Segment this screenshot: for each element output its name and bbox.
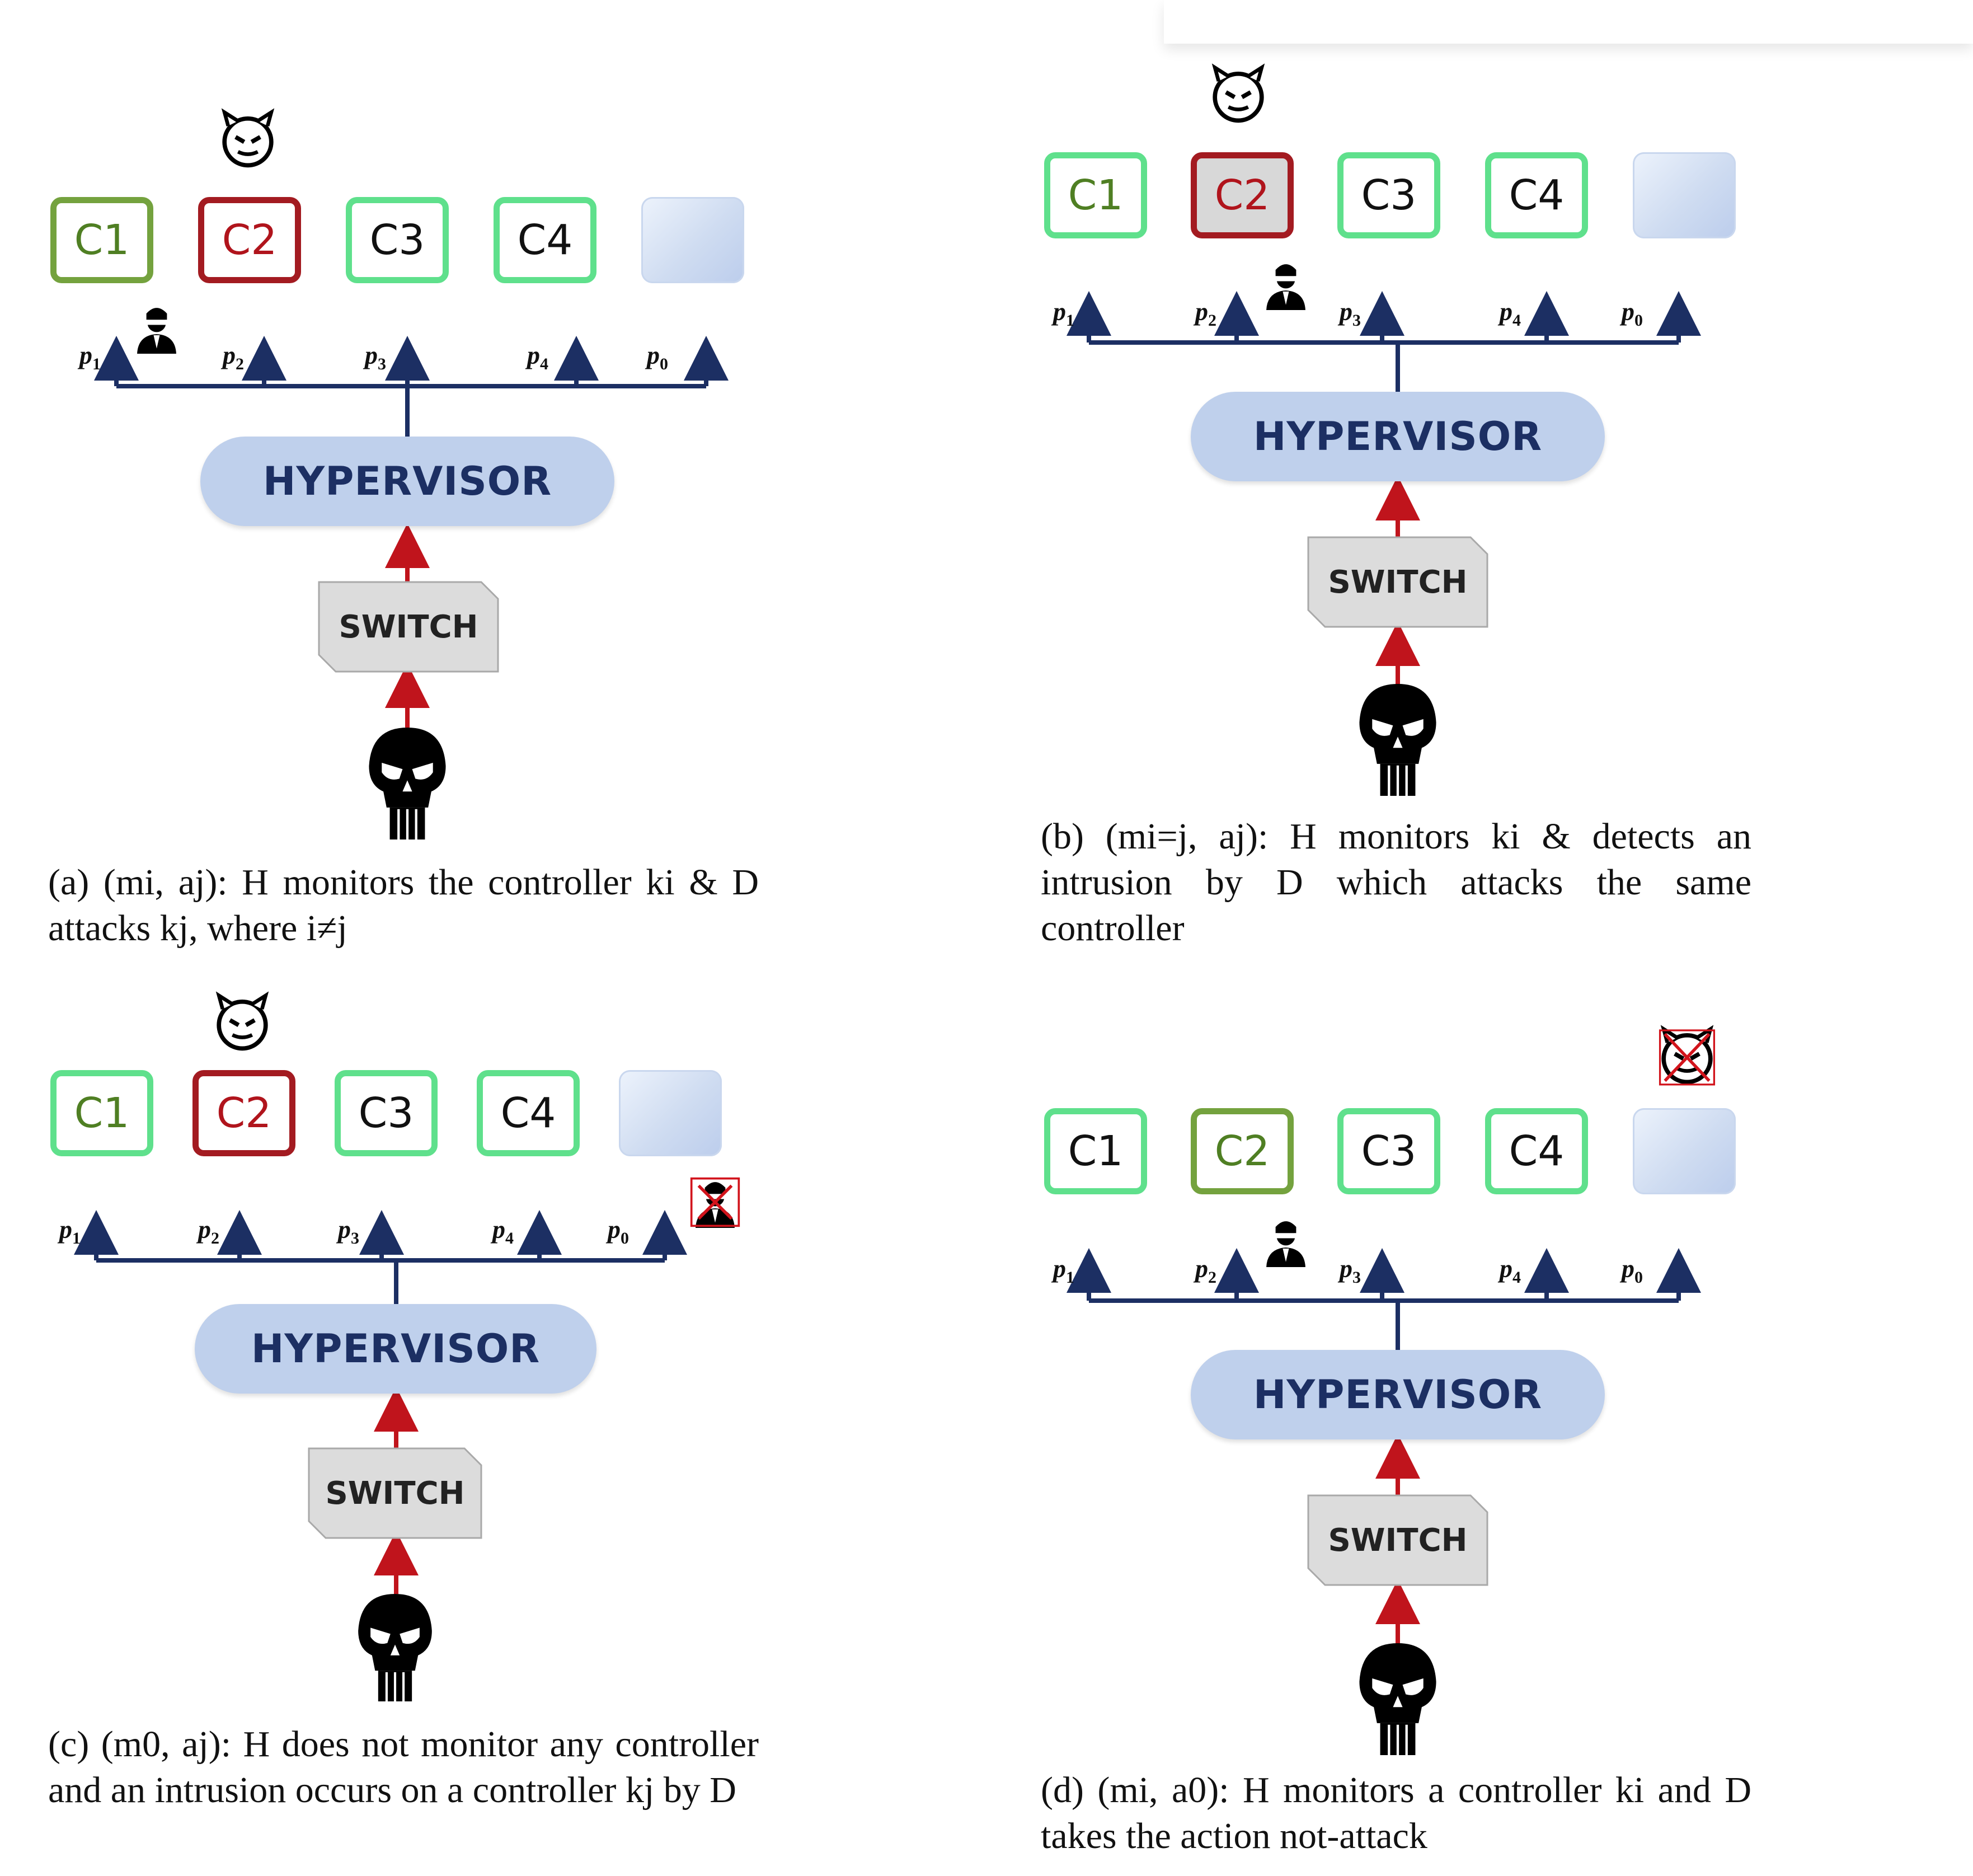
hypervisor: HYPERVISOR xyxy=(195,1304,596,1394)
port-p0: p0 xyxy=(1622,1254,1643,1287)
controller-c4: C4 xyxy=(494,197,596,283)
port-p3: p3 xyxy=(365,341,386,374)
controller-c1: C1 xyxy=(1044,1108,1147,1194)
panel-c-lines xyxy=(74,1210,687,1594)
port-p3: p3 xyxy=(338,1215,359,1248)
port-p4: p4 xyxy=(492,1215,514,1248)
switch: SWITCH xyxy=(318,581,499,673)
panel-a: C1 C2 C3 C4 p1 p2 p3 p4 p0 HYPERVISOR SW… xyxy=(0,0,985,963)
controller-c3: C3 xyxy=(346,197,449,283)
controller-c1: C1 xyxy=(50,197,153,283)
controller-c2: C2 xyxy=(192,1070,295,1156)
port-p4: p4 xyxy=(1500,297,1521,330)
panel-d: C1 C2 C3 C4 p1 p2 p3 p4 p0 HYPERVISOR SW… xyxy=(990,974,1973,1876)
controller-blank xyxy=(1633,1108,1736,1194)
hypervisor: HYPERVISOR xyxy=(200,437,614,526)
port-p4: p4 xyxy=(527,341,548,374)
port-p1: p1 xyxy=(1053,1254,1074,1287)
hypervisor: HYPERVISOR xyxy=(1191,392,1605,481)
controller-c2: C2 xyxy=(198,197,301,283)
controller-c3: C3 xyxy=(1337,1108,1440,1194)
caption-a: (a) (mi, aj): H monitors the controller … xyxy=(48,862,759,949)
switch-label: SWITCH xyxy=(339,608,478,645)
panel-a-lines xyxy=(94,336,729,728)
switch: SWITCH xyxy=(1307,536,1488,628)
port-p4: p4 xyxy=(1500,1254,1521,1287)
port-p1: p1 xyxy=(79,341,101,374)
port-p3: p3 xyxy=(1340,1254,1361,1287)
port-p2: p2 xyxy=(1195,1254,1216,1287)
controller-blank xyxy=(619,1070,722,1156)
panel-d-lines xyxy=(1067,1248,1701,1644)
port-p1: p1 xyxy=(1053,297,1074,330)
panel-c: C1 C2 C3 C4 p1 p2 p3 p4 p0 HYPERVISOR SW… xyxy=(0,974,985,1876)
switch-label: SWITCH xyxy=(1328,564,1468,601)
controller-c4: C4 xyxy=(1485,152,1588,238)
controller-blank xyxy=(1633,152,1736,238)
controller-c2: C2 xyxy=(1191,152,1294,238)
port-p1: p1 xyxy=(59,1215,81,1248)
controller-c1: C1 xyxy=(50,1070,153,1156)
controller-c3: C3 xyxy=(1337,152,1440,238)
port-p2: p2 xyxy=(198,1215,219,1248)
controller-c3: C3 xyxy=(335,1070,438,1156)
port-p3: p3 xyxy=(1340,297,1361,330)
port-p2: p2 xyxy=(1195,297,1216,330)
controller-c2: C2 xyxy=(1191,1108,1294,1194)
panel-b-lines xyxy=(1067,291,1701,686)
switch-label: SWITCH xyxy=(1328,1522,1468,1559)
controller-blank xyxy=(641,197,744,283)
port-p2: p2 xyxy=(223,341,244,374)
caption-c: (c) (m0, aj): H does not monitor any con… xyxy=(48,1724,759,1811)
port-p0: p0 xyxy=(608,1215,629,1248)
switch: SWITCH xyxy=(1307,1494,1488,1586)
port-p0: p0 xyxy=(647,341,668,374)
panel-b: C1 C2 C3 C4 p1 p2 p3 p4 p0 HYPERVISOR SW… xyxy=(990,0,1973,963)
controller-c4: C4 xyxy=(1485,1108,1588,1194)
caption-b: (b) (mi=j, aj): H monitors ki & detects … xyxy=(1041,816,1751,949)
hypervisor: HYPERVISOR xyxy=(1191,1350,1605,1439)
window-top-edge xyxy=(1164,0,1973,44)
caption-d: (d) (mi, a0): H monitors a controller ki… xyxy=(1041,1770,1751,1856)
switch: SWITCH xyxy=(308,1447,482,1539)
controller-c1: C1 xyxy=(1044,152,1147,238)
port-p0: p0 xyxy=(1622,297,1643,330)
switch-label: SWITCH xyxy=(325,1475,465,1512)
controller-c4: C4 xyxy=(477,1070,580,1156)
